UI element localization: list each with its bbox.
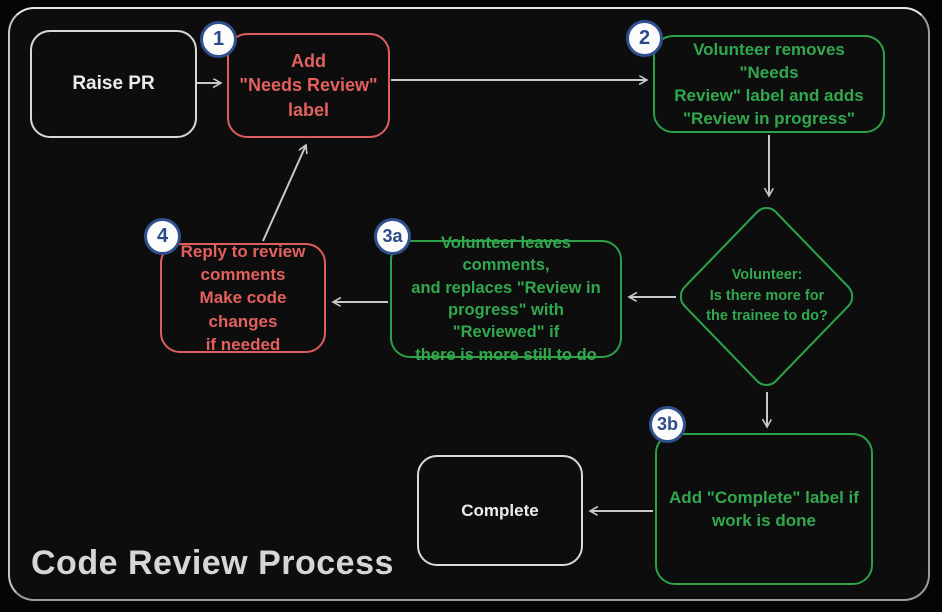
node-complete: Complete xyxy=(417,455,583,566)
node-raise-pr: Raise PR xyxy=(30,30,197,138)
decision-diamond-shape xyxy=(679,206,854,387)
diagram-title: Code Review Process xyxy=(31,544,394,582)
node-step2-volunteer-removes: Volunteer removes "Needs Review" label a… xyxy=(653,35,885,133)
node-step3b-add-complete: Add "Complete" label if work is done xyxy=(655,433,873,585)
node-step4-reply-comments: Reply to review comments Make code chang… xyxy=(160,242,326,354)
badge-step1: 1 xyxy=(200,21,237,58)
badge-step3a: 3a xyxy=(374,218,411,255)
node-step3a-volunteer-comments: Volunteer leaves comments, and replaces … xyxy=(390,234,622,364)
badge-step3b: 3b xyxy=(649,406,686,443)
node-step1-add-needs-review: Add "Needs Review" label xyxy=(227,33,390,138)
badge-step2: 2 xyxy=(626,20,663,57)
edge-step4-to-step1 xyxy=(262,145,306,242)
badge-step4: 4 xyxy=(144,218,181,255)
node-decision-label: Volunteer: Is there more for the trainee… xyxy=(706,267,828,325)
